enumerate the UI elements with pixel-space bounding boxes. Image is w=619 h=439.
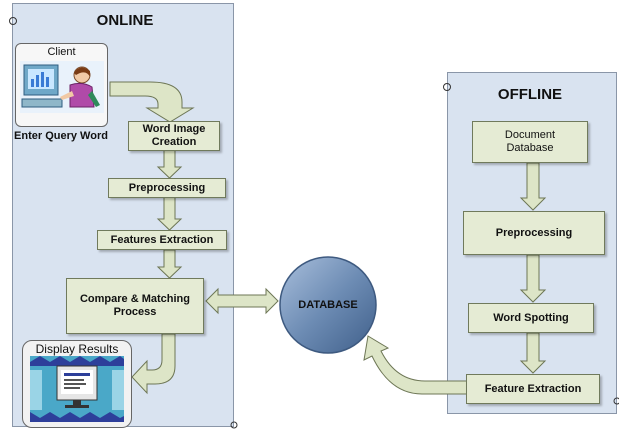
arrow-features-to-compare xyxy=(156,249,183,279)
offline-preprocessing-box: Preprocessing xyxy=(463,211,605,255)
feature-extraction-box: Feature Extraction xyxy=(466,374,600,404)
display-results-label: Display Results xyxy=(35,342,119,356)
arrow-wordimage-to-preprocessing xyxy=(156,149,183,179)
arrow-wordspotting-to-featureextraction xyxy=(519,332,547,374)
compare-database-double-arrow xyxy=(205,287,279,315)
database-circle xyxy=(279,256,377,354)
arrow-docdb-to-preprocessing xyxy=(519,162,547,211)
person-at-computer-icon xyxy=(20,61,104,113)
corner-marker xyxy=(443,83,451,91)
client-label: Client xyxy=(47,46,76,58)
arrow-preprocessing-to-features xyxy=(156,196,183,231)
monitor-results-icon xyxy=(30,356,124,422)
online-preprocessing-box: Preprocessing xyxy=(108,178,226,198)
compare-matching-box: Compare & Matching Process xyxy=(66,278,204,334)
features-extraction-box: Features Extraction xyxy=(97,230,227,250)
enter-query-label: Enter Query Word xyxy=(14,130,108,142)
document-database-box: Document Database xyxy=(472,121,588,163)
arrow-preprocessing-to-wordspotting xyxy=(519,254,547,303)
corner-marker xyxy=(9,17,17,25)
display-results-illustration xyxy=(30,356,124,422)
offline-title: OFFLINE xyxy=(497,86,563,103)
online-title: ONLINE xyxy=(96,12,154,29)
featureextraction-to-database-arrow xyxy=(363,335,468,395)
client-to-wordimage-arrow xyxy=(109,81,195,123)
word-image-creation-box: Word Image Creation xyxy=(128,121,220,151)
client-illustration xyxy=(20,61,104,113)
corner-marker xyxy=(613,397,619,405)
compare-to-display-arrow xyxy=(131,333,176,395)
database-label: DATABASE xyxy=(298,299,358,311)
corner-marker xyxy=(230,421,238,429)
word-spotting-box: Word Spotting xyxy=(468,303,594,333)
